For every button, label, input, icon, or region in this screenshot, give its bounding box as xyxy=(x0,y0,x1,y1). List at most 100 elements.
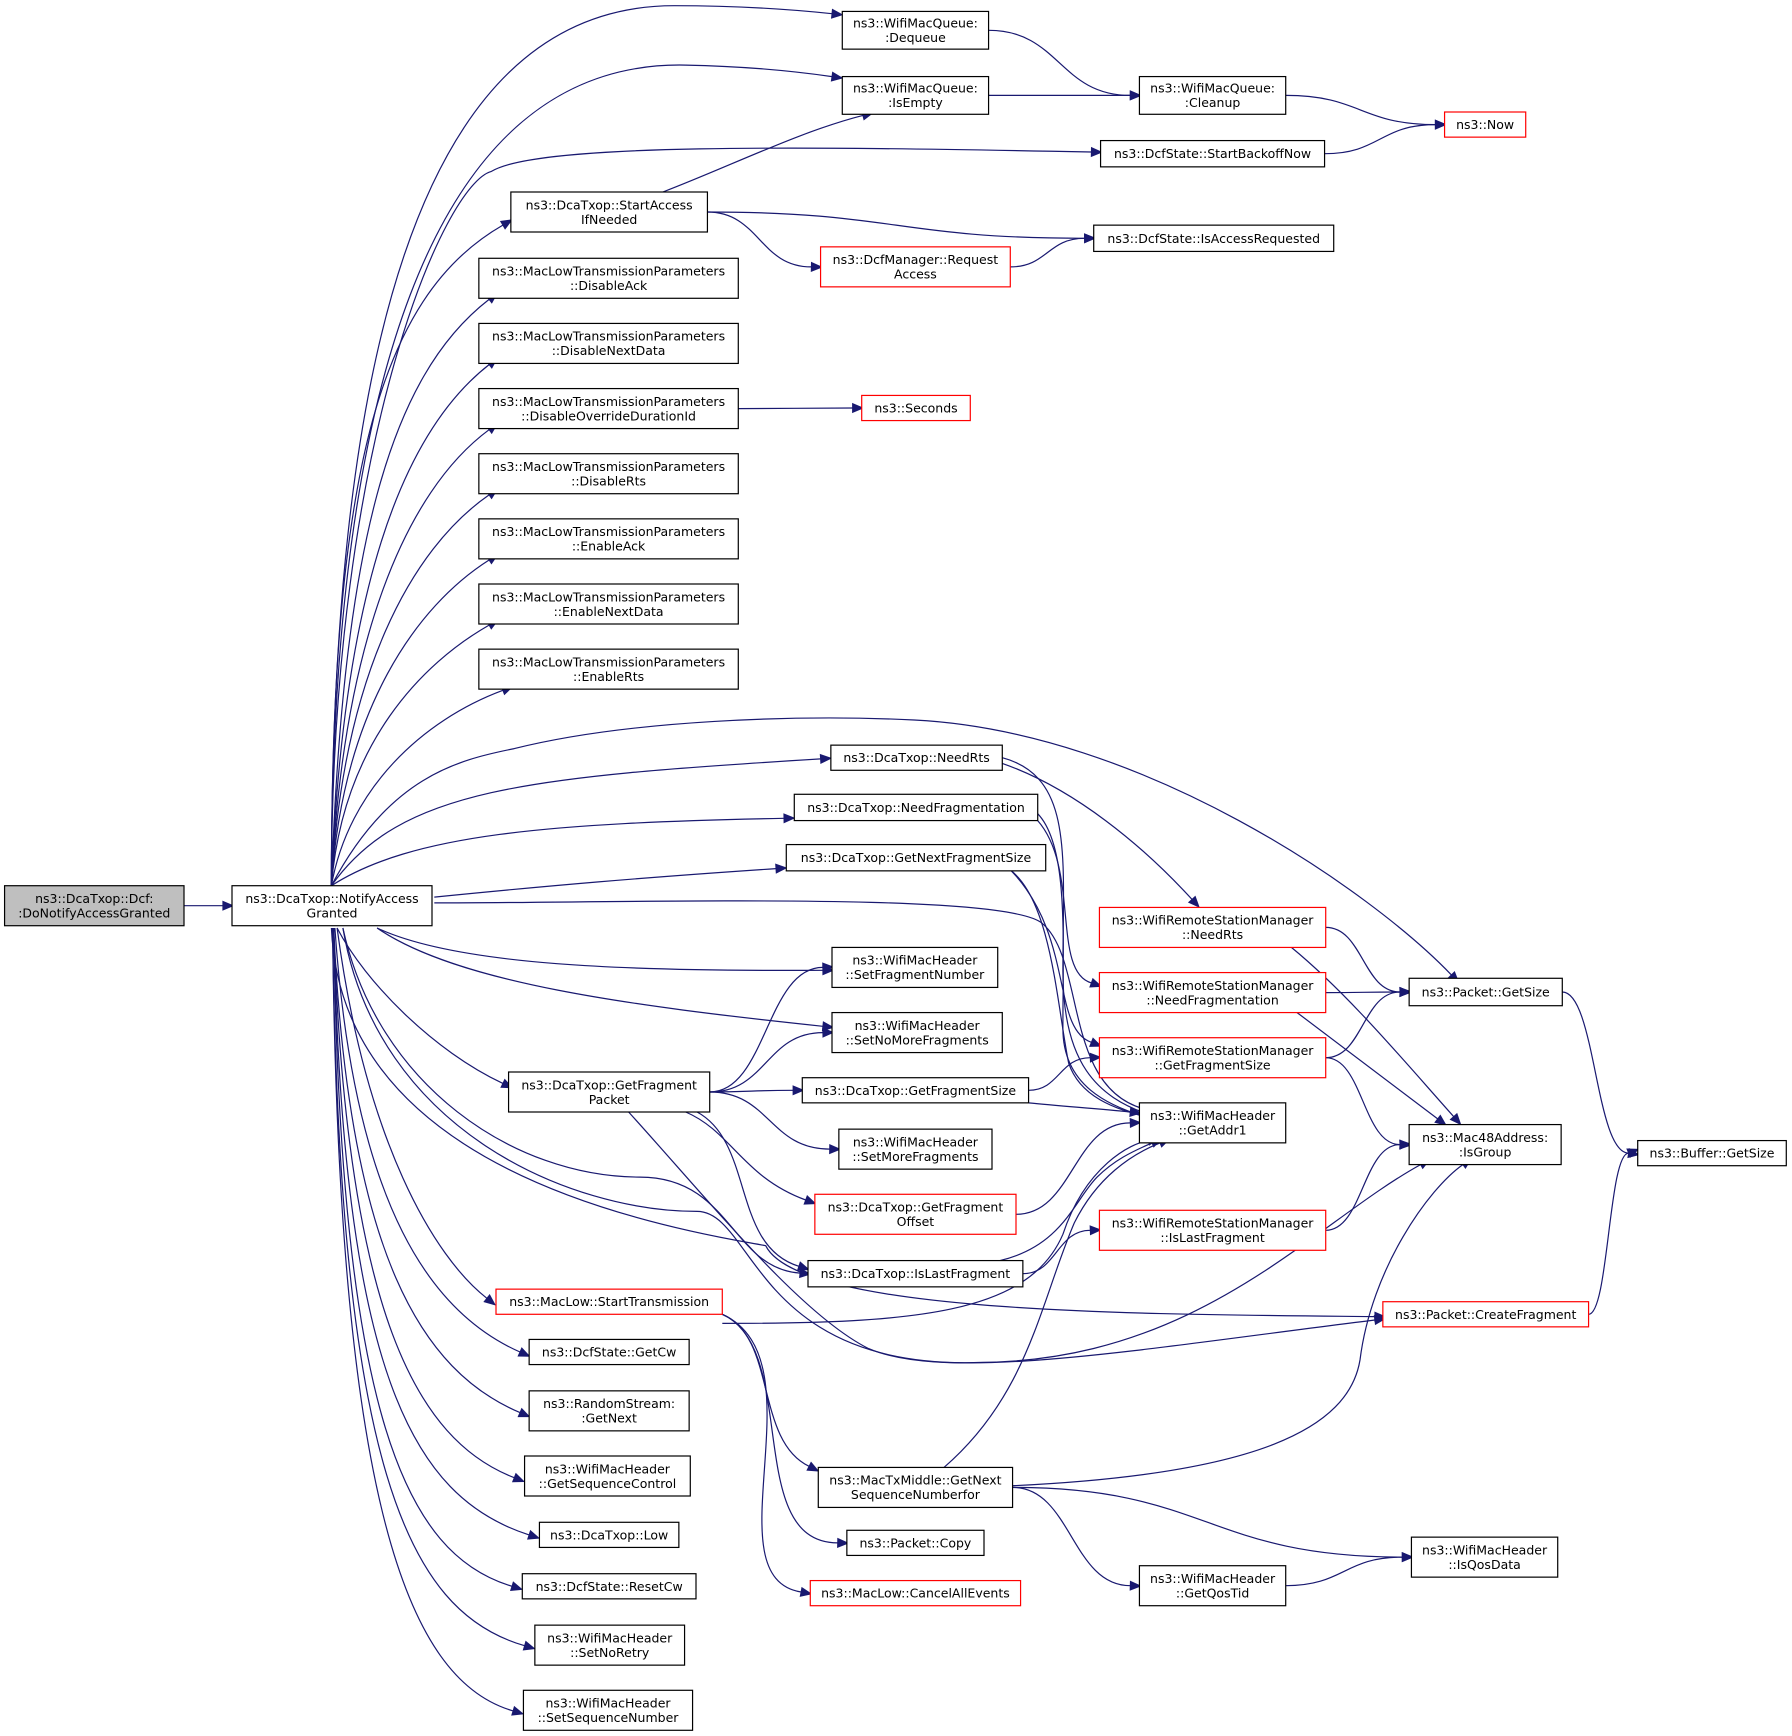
node-isempty[interactable]: ns3::WifiMacQueue::IsEmpty xyxy=(841,75,990,115)
node-gfsize[interactable]: ns3::DcaTxop::GetFragmentSize xyxy=(801,1077,1030,1104)
node-box[interactable] xyxy=(814,1193,1017,1235)
node-now[interactable]: ns3::Now xyxy=(1443,111,1527,138)
node-pkt_getsize[interactable]: ns3::Packet::GetSize xyxy=(1408,977,1563,1007)
node-setmore[interactable]: ns3::WifiMacHeader::SetMoreFragments xyxy=(838,1128,993,1170)
node-box[interactable] xyxy=(522,1689,694,1731)
node-box[interactable] xyxy=(521,1573,697,1600)
node-box[interactable] xyxy=(1410,1536,1559,1578)
node-rsm_islast[interactable]: ns3::WifiRemoteStationManager::IsLastFra… xyxy=(1098,1209,1327,1251)
node-box[interactable] xyxy=(478,648,739,690)
node-box[interactable] xyxy=(1408,977,1563,1007)
node-box[interactable] xyxy=(1098,971,1327,1014)
node-seconds[interactable]: ns3::Seconds xyxy=(861,394,971,422)
node-box[interactable] xyxy=(538,1521,680,1549)
node-sbn[interactable]: ns3::DcfState::StartBackoffNow xyxy=(1099,139,1326,168)
node-box[interactable] xyxy=(478,453,739,495)
node-iar[interactable]: ns3::DcfState::IsAccessRequested xyxy=(1093,224,1335,253)
node-setfragnum[interactable]: ns3::WifiMacHeader::SetFragmentNumber xyxy=(831,946,999,989)
node-islast[interactable]: ns3::DcaTxop::IsLastFragment xyxy=(807,1259,1024,1288)
node-box[interactable] xyxy=(1093,224,1335,253)
node-box[interactable] xyxy=(478,583,739,625)
node-box[interactable] xyxy=(1408,1123,1562,1166)
node-box[interactable] xyxy=(528,1390,690,1432)
node-gnsn[interactable]: ns3::MacTxMiddle::GetNextSequenceNumberf… xyxy=(817,1466,1014,1509)
node-box[interactable] xyxy=(838,1128,993,1170)
node-setnoretry[interactable]: ns3::WifiMacHeader::SetNoRetry xyxy=(534,1624,686,1666)
node-disnext[interactable]: ns3::MacLowTransmissionParameters::Disab… xyxy=(478,322,739,365)
node-box[interactable] xyxy=(807,1259,1024,1288)
node-box[interactable] xyxy=(528,1338,690,1366)
node-isgroup[interactable]: ns3::Mac48Address::IsGroup xyxy=(1408,1123,1562,1166)
node-box[interactable] xyxy=(534,1624,686,1666)
node-box[interactable] xyxy=(1138,1565,1287,1607)
node-nag[interactable]: ns3::DcaTxop::NotifyAccessGranted xyxy=(231,885,433,927)
node-disover[interactable]: ns3::MacLowTransmissionParameters::Disab… xyxy=(478,387,739,430)
node-getseqctl[interactable]: ns3::WifiMacHeader::GetSequenceControl xyxy=(523,1455,691,1497)
node-box[interactable] xyxy=(1098,1209,1327,1251)
node-box[interactable] xyxy=(801,1077,1030,1104)
node-rsm_gfs[interactable]: ns3::WifiRemoteStationManager::GetFragme… xyxy=(1098,1037,1327,1079)
node-ennext[interactable]: ns3::MacLowTransmissionParameters::Enabl… xyxy=(478,583,739,625)
node-box[interactable] xyxy=(793,793,1039,822)
node-gnfs[interactable]: ns3::DcaTxop::GetNextFragmentSize xyxy=(785,843,1047,872)
node-starttx[interactable]: ns3::MacLow::StartTransmission xyxy=(495,1288,723,1315)
node-setnomore[interactable]: ns3::WifiMacHeader::SetNoMoreFragments xyxy=(831,1011,1003,1054)
node-box[interactable] xyxy=(846,1529,985,1557)
node-pkt_copy[interactable]: ns3::Packet::Copy xyxy=(846,1529,985,1557)
node-box[interactable] xyxy=(1098,906,1327,949)
node-setseqnum[interactable]: ns3::WifiMacHeader::SetSequenceNumber xyxy=(522,1689,694,1731)
node-box[interactable] xyxy=(507,1071,711,1113)
node-disrts[interactable]: ns3::MacLowTransmissionParameters::Disab… xyxy=(478,453,739,495)
node-box[interactable] xyxy=(478,387,739,430)
node-buf_getsize[interactable]: ns3::Buffer::GetSize xyxy=(1637,1139,1787,1167)
node-box[interactable] xyxy=(809,1579,1022,1607)
node-createfrag[interactable]: ns3::Packet::CreateFragment xyxy=(1382,1301,1590,1328)
node-rsm_needfrag[interactable]: ns3::WifiRemoteStationManager::NeedFragm… xyxy=(1098,971,1327,1014)
node-needrts[interactable]: ns3::DcaTxop::NeedRts xyxy=(830,744,1003,771)
node-box[interactable] xyxy=(478,257,739,299)
node-box[interactable] xyxy=(861,394,971,422)
node-cancelall[interactable]: ns3::MacLow::CancelAllEvents xyxy=(809,1579,1022,1607)
node-box[interactable] xyxy=(495,1288,723,1315)
node-box[interactable] xyxy=(523,1455,691,1497)
node-box[interactable] xyxy=(841,75,990,115)
node-box[interactable] xyxy=(817,1466,1014,1509)
node-getnext[interactable]: ns3::RandomStream::GetNext xyxy=(528,1390,690,1432)
node-box[interactable] xyxy=(478,322,739,365)
node-resetcw[interactable]: ns3::DcfState::ResetCw xyxy=(521,1573,697,1600)
node-getaddr1[interactable]: ns3::WifiMacHeader::GetAddr1 xyxy=(1138,1102,1287,1144)
node-box[interactable] xyxy=(1099,139,1326,168)
node-cleanup[interactable]: ns3::WifiMacQueue::Cleanup xyxy=(1138,75,1287,115)
node-box[interactable] xyxy=(1637,1139,1787,1167)
node-box[interactable] xyxy=(1138,1102,1287,1144)
node-getcw[interactable]: ns3::DcfState::GetCw xyxy=(528,1338,690,1366)
node-low[interactable]: ns3::DcaTxop::Low xyxy=(538,1521,680,1549)
node-box[interactable] xyxy=(1382,1301,1590,1328)
node-box[interactable] xyxy=(831,946,999,989)
node-needfrag[interactable]: ns3::DcaTxop::NeedFragmentation xyxy=(793,793,1039,822)
node-box[interactable] xyxy=(510,191,709,233)
node-box[interactable] xyxy=(1098,1037,1327,1079)
node-deq[interactable]: ns3::WifiMacQueue::Dequeue xyxy=(841,10,990,50)
node-enrts[interactable]: ns3::MacLowTransmissionParameters::Enabl… xyxy=(478,648,739,690)
node-box[interactable] xyxy=(1443,111,1527,138)
node-box[interactable] xyxy=(231,885,433,927)
node-box[interactable] xyxy=(831,1011,1003,1054)
node-box[interactable] xyxy=(3,885,185,927)
node-box[interactable] xyxy=(478,518,739,560)
node-box[interactable] xyxy=(1138,75,1287,115)
node-box[interactable] xyxy=(841,10,990,50)
node-root[interactable]: ns3::DcaTxop::Dcf::DoNotifyAccessGranted xyxy=(3,885,185,927)
node-enack[interactable]: ns3::MacLowTransmissionParameters::Enabl… xyxy=(478,518,739,560)
node-box[interactable] xyxy=(819,246,1011,288)
node-box[interactable] xyxy=(830,744,1003,771)
node-box[interactable] xyxy=(785,843,1047,872)
node-disack[interactable]: ns3::MacLowTransmissionParameters::Disab… xyxy=(478,257,739,299)
node-getqostid[interactable]: ns3::WifiMacHeader::GetQosTid xyxy=(1138,1565,1287,1607)
node-rsm_needrts[interactable]: ns3::WifiRemoteStationManager::NeedRts xyxy=(1098,906,1327,949)
node-isqosdata[interactable]: ns3::WifiMacHeader::IsQosData xyxy=(1410,1536,1559,1578)
